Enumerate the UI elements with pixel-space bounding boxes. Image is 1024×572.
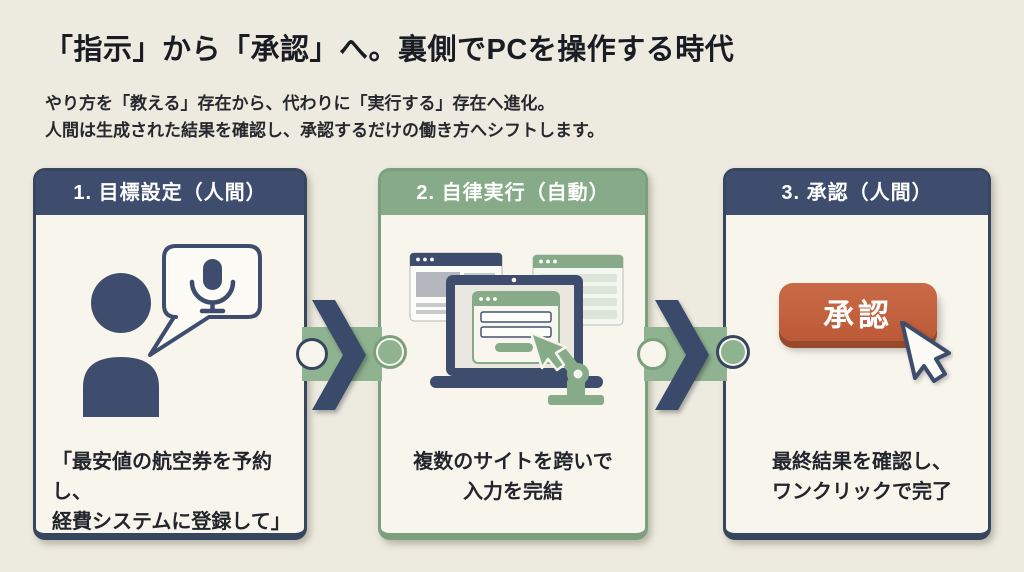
step-header: 1. 目標設定（人間） xyxy=(36,171,304,215)
robot-arm-icon xyxy=(548,344,604,405)
step-caption: 複数のサイトを跨いで 入力を完結 xyxy=(381,447,645,507)
slide-subtitle-line1: やり方を「教える」存在から、代わりに「実行する」存在へ進化。 xyxy=(45,94,555,113)
puzzle-knob-icon xyxy=(721,340,745,364)
laptop-browser-windows-robot-arm-icon xyxy=(409,252,624,405)
step-header: 3. 承認（人間） xyxy=(726,171,988,215)
microphone-icon xyxy=(189,259,236,314)
person-speech-bubble-microphone-icon xyxy=(83,244,262,417)
step-caption-line1: 最終結果を確認し、 xyxy=(772,451,952,473)
slide-subtitle-line2: 人間は生成された結果を確認し、承認するだけの働き方へシフトします。 xyxy=(45,121,605,141)
cursor-icon xyxy=(529,331,568,372)
step-caption-line2: ワンクリックで完了 xyxy=(772,481,952,503)
puzzle-knob-icon xyxy=(378,340,402,364)
person-icon xyxy=(91,273,151,333)
step-card-goal-setting: 1. 目標設定（人間） 「最安値の航空券を予約し、 経費システムに登録して」 xyxy=(33,168,307,540)
puzzle-socket-icon xyxy=(637,338,669,370)
slide-title: 「指示」から「承認」へ。裏側でPCを操作する時代 xyxy=(44,34,735,66)
step-caption: 「最安値の航空券を予約し、 経費システムに登録して」 xyxy=(36,447,304,537)
step-header: 2. 自律実行（自動） xyxy=(381,171,645,215)
step-card-approval: 3. 承認（人間） 承認 最終結果を確認し、 ワンクリックで完了 xyxy=(723,168,991,540)
puzzle-socket-icon xyxy=(296,338,328,370)
step-caption-line1: 複数のサイトを跨いで xyxy=(413,451,613,473)
step-caption: 最終結果を確認し、 ワンクリックで完了 xyxy=(726,447,988,507)
chevron-arrow-icon xyxy=(312,300,366,410)
mouse-cursor-icon xyxy=(900,321,951,383)
step-caption-line2: 入力を完結 xyxy=(463,481,563,503)
approve-button[interactable]: 承認 xyxy=(779,283,937,341)
chevron-arrow-icon xyxy=(655,300,709,410)
step-card-autonomous-execution: 2. 自律実行（自動） xyxy=(378,168,648,540)
slide-subtitle: やり方を「教える」存在から、代わりに「実行する」存在へ進化。 人間は生成された結… xyxy=(45,90,604,144)
step-caption-line1: 「最安値の航空券を予約し、 xyxy=(52,451,272,503)
step-caption-line2: 経費システムに登録して」 xyxy=(52,511,291,533)
